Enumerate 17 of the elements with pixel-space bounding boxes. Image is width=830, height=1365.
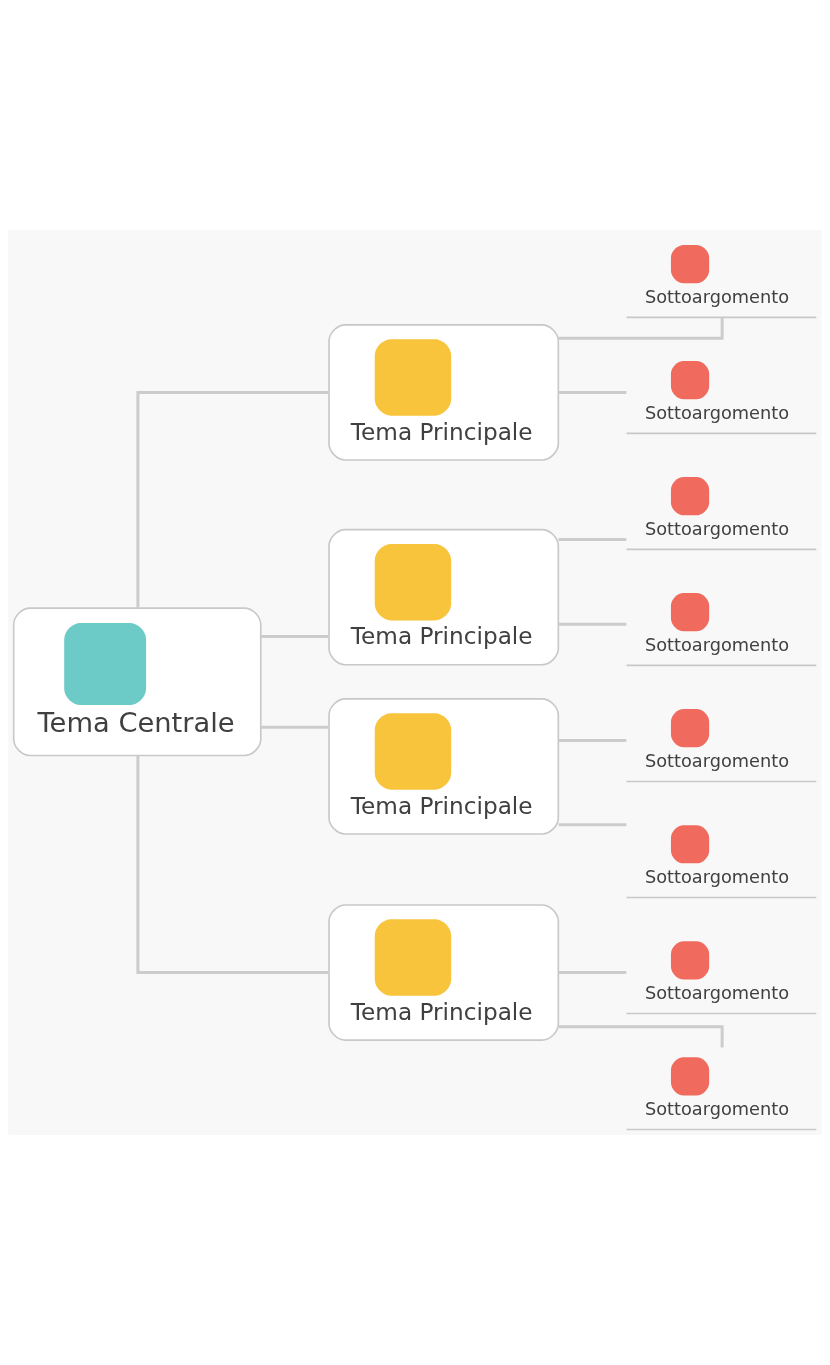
connector (261, 725, 329, 729)
connector (261, 634, 329, 638)
connector (558, 739, 627, 742)
connector (558, 317, 724, 340)
connector (558, 823, 627, 827)
node-box: Tema Principale (328, 904, 560, 1041)
connector (558, 971, 627, 975)
node-box: Tema Principale (328, 528, 560, 666)
node-box: Tema Principale (328, 698, 560, 835)
connector (558, 538, 627, 541)
connector (136, 390, 329, 609)
node-box: Tema Principale (328, 324, 560, 461)
connector (558, 1025, 724, 1048)
connector (558, 622, 627, 626)
node-box: Tema Centrale (12, 607, 262, 757)
connector (136, 755, 329, 975)
connector (558, 390, 627, 394)
